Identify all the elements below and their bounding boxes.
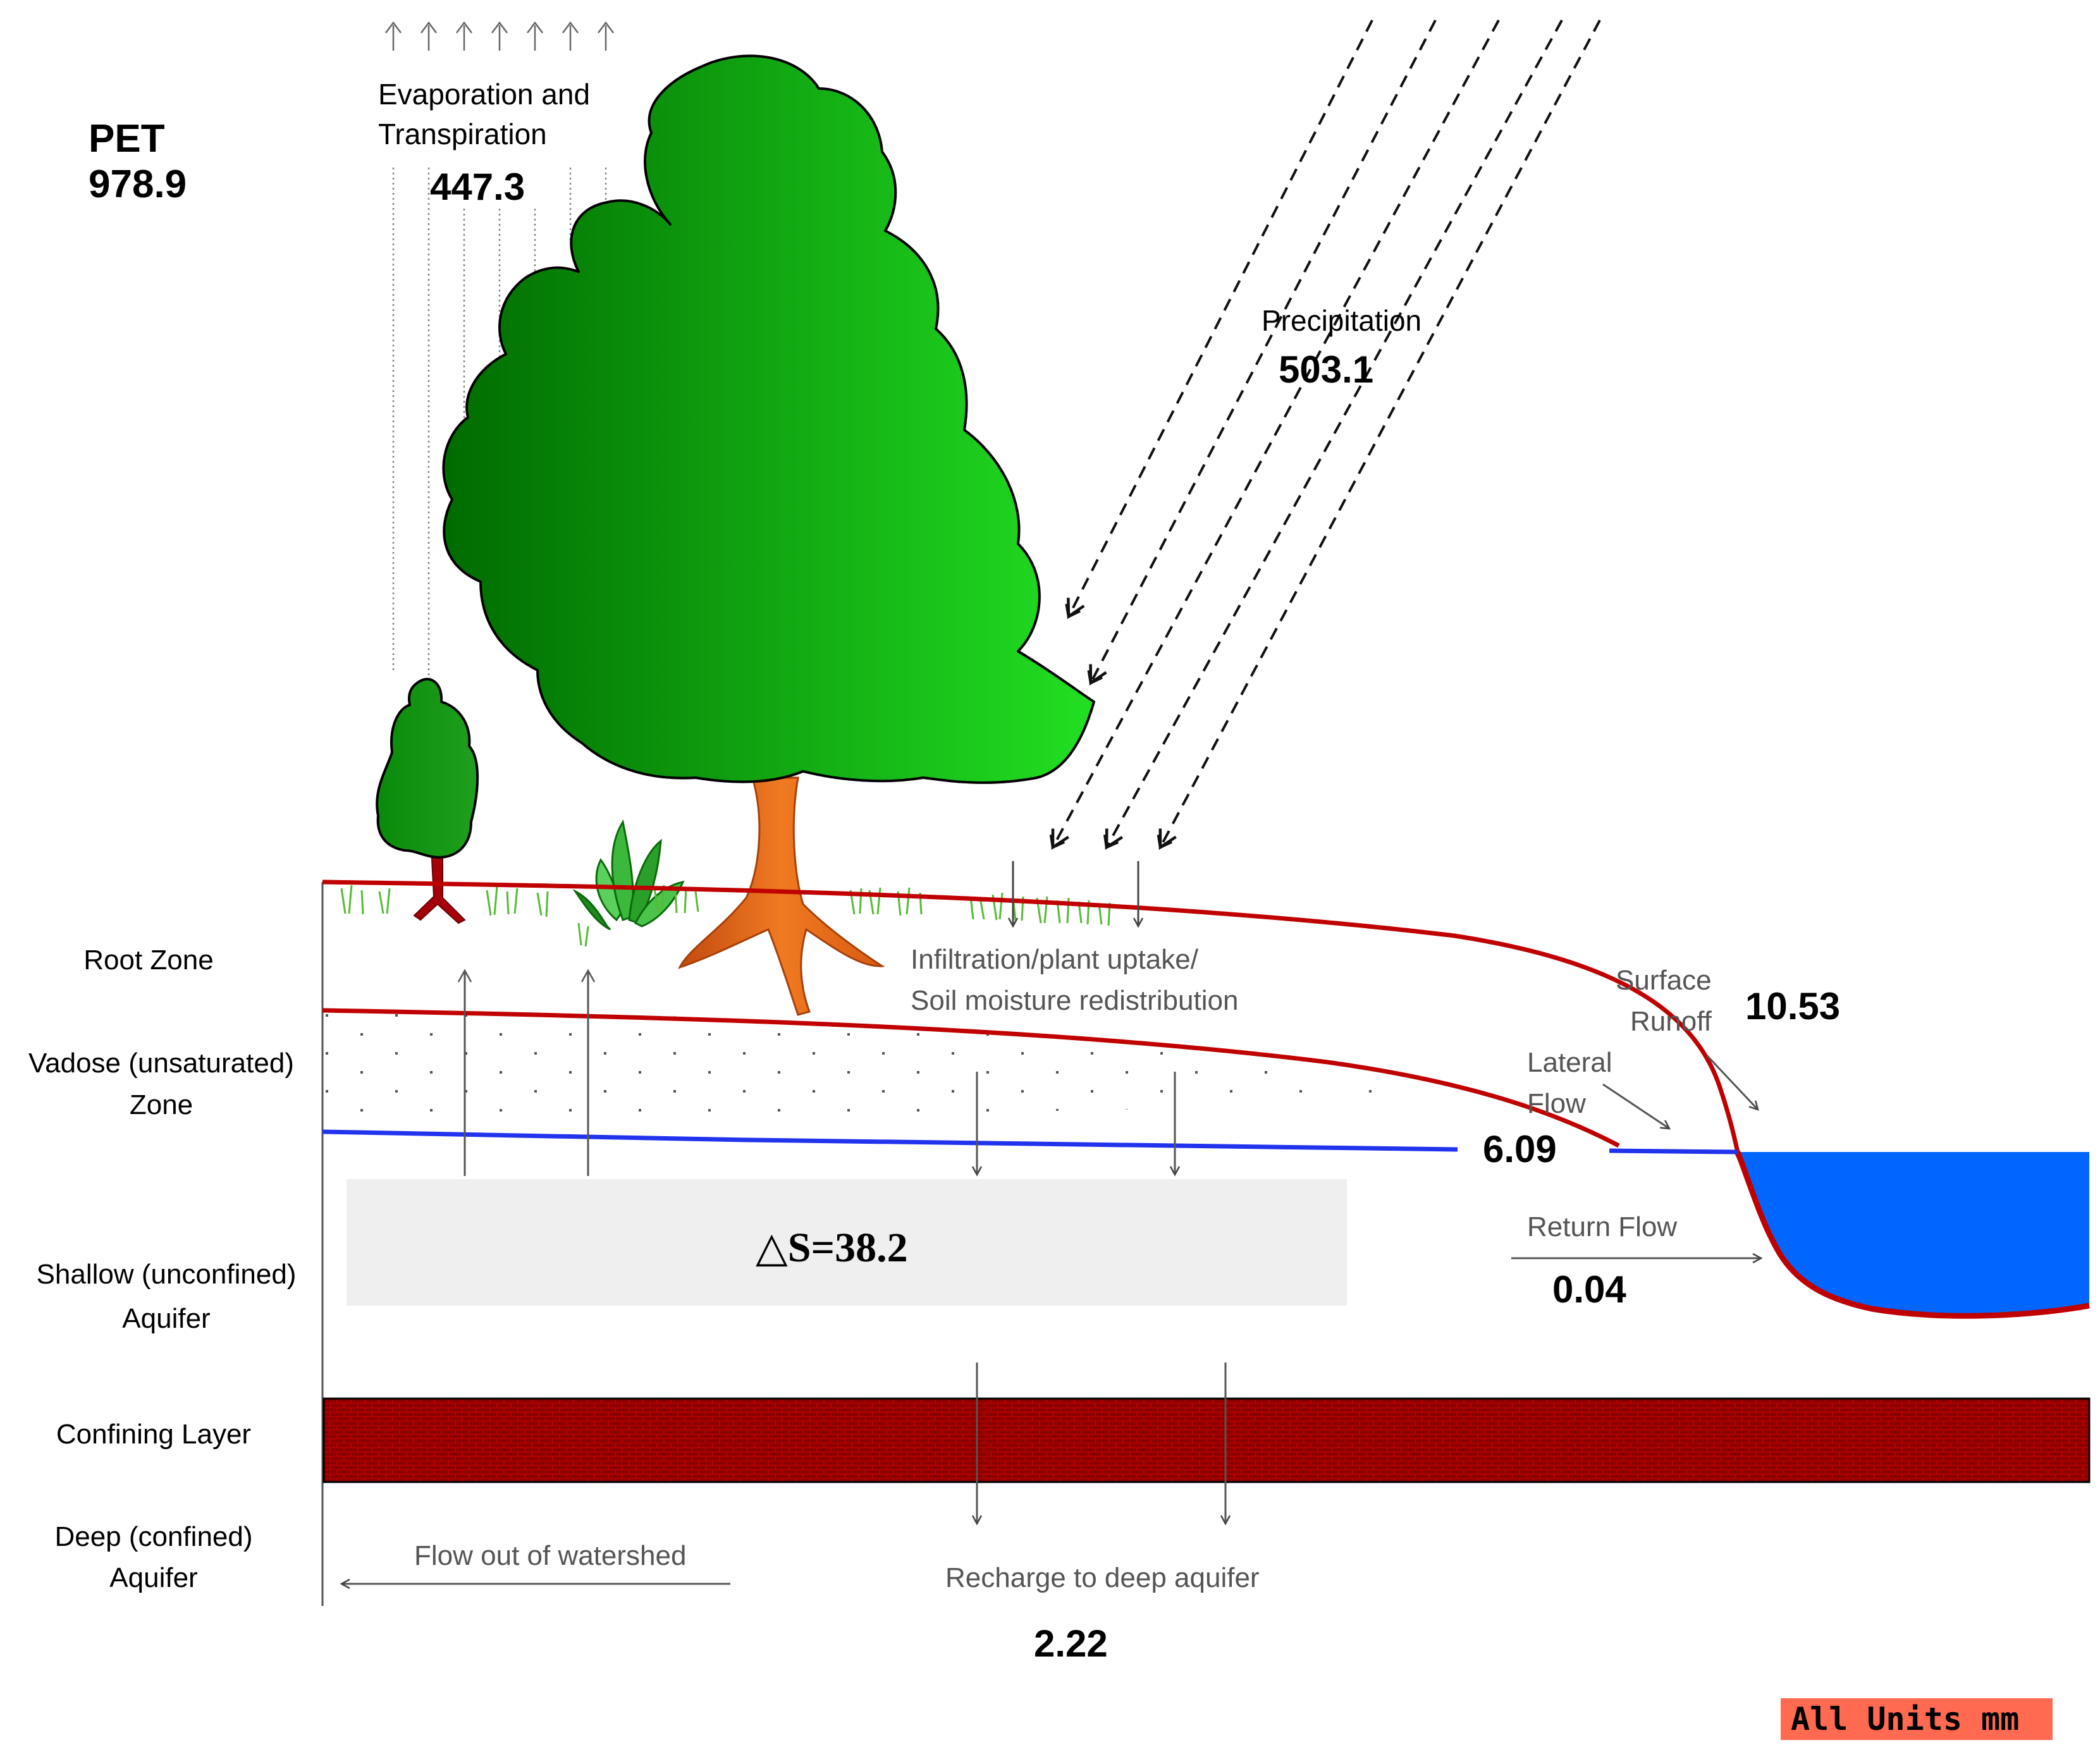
vadose-dots — [326, 1012, 1429, 1125]
deep-aquifer-label-line1: Deep (confined) — [54, 1521, 252, 1552]
units-label: All Units mm — [1791, 1701, 2019, 1737]
stream-water — [1734, 1152, 2089, 1315]
delta-storage-label: △S=38.2 — [756, 1225, 908, 1271]
shallow-aquifer-label-line1: Shallow (unconfined) — [37, 1259, 297, 1290]
lateral-flow-label-line1: Lateral — [1527, 1047, 1612, 1078]
evaporation-value: 447.3 — [430, 166, 525, 208]
confining-layer-label: Confining Layer — [56, 1419, 251, 1450]
evaporation-label-line1: Evaporation and — [378, 78, 590, 111]
plant-uptake-arrows — [457, 969, 596, 1176]
infiltration-label-line2: Soil moisture redistribution — [911, 985, 1238, 1016]
small-tree — [376, 678, 479, 924]
surface-runoff-label-line2: Runoff — [1630, 1006, 1712, 1037]
bush — [572, 819, 685, 931]
deep-aquifer-label-line2: Aquifer — [109, 1562, 197, 1593]
return-flow-label: Return Flow — [1527, 1211, 1677, 1242]
tree-trunk — [678, 776, 885, 1016]
shallow-aquifer-label-line2: Aquifer — [122, 1303, 210, 1334]
water-table-line — [322, 1129, 1458, 1152]
percolation-arrows — [971, 1072, 1181, 1177]
root-zone-label: Root Zone — [83, 945, 213, 976]
precipitation-arrows — [1049, 20, 1601, 850]
units-badge: All Units mm — [1781, 1698, 2053, 1740]
lateral-flow-arrow — [1602, 1083, 1671, 1130]
water-table-line-right — [1609, 1148, 1738, 1155]
return-flow-value: 0.04 — [1552, 1268, 1626, 1311]
recharge-label: Recharge to deep aquifer — [945, 1562, 1260, 1593]
ground-surface-line — [322, 879, 1740, 1153]
text-layer: PET 978.9 Evaporation and Transpiration … — [28, 78, 1840, 1665]
recharge-arrows — [971, 1363, 1231, 1526]
infiltration-label-line1: Infiltration/plant uptake/ — [911, 944, 1199, 975]
pet-value: 978.9 — [89, 162, 187, 206]
evaporation-label-line2: Transpiration — [378, 118, 547, 150]
pet-label: PET — [89, 117, 165, 161]
confining-layer — [322, 1397, 2091, 1483]
tree-canopy — [442, 54, 1095, 784]
lateral-flow-value: 6.09 — [1483, 1128, 1557, 1170]
surface-runoff-value: 10.53 — [1745, 985, 1840, 1027]
vadose-zone-label-line1: Vadose (unsaturated) — [28, 1048, 294, 1079]
precipitation-label: Precipitation — [1262, 304, 1421, 337]
surface-runoff-arrow — [1706, 1055, 1759, 1111]
vadose-zone-label-line2: Zone — [130, 1089, 193, 1120]
infiltration-arrows — [1007, 861, 1144, 928]
storage-box — [347, 1179, 1347, 1306]
stream-bank-line — [1735, 1151, 2090, 1319]
evaporation-top-arrows — [385, 21, 614, 51]
precipitation-value: 503.1 — [1279, 348, 1373, 391]
recharge-value: 2.22 — [1034, 1622, 1108, 1665]
lateral-flow-label-line2: Flow — [1527, 1088, 1586, 1119]
flow-out-label: Flow out of watershed — [414, 1540, 686, 1571]
root-zone-base-line — [322, 1008, 1620, 1148]
surface-runoff-label-line1: Surface — [1616, 965, 1712, 996]
